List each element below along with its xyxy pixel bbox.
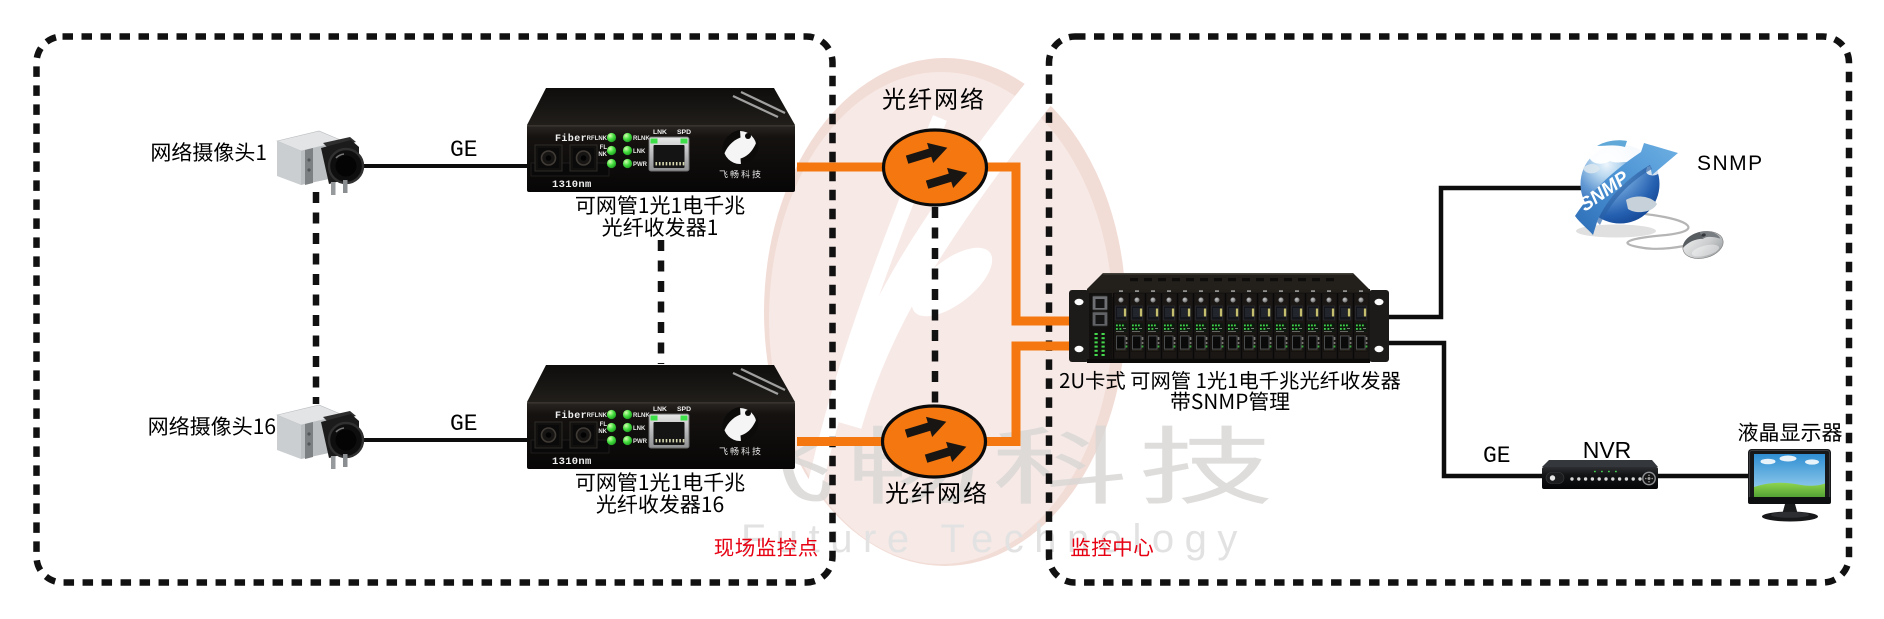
svg-text:Future Technology: Future Technology xyxy=(741,517,1248,561)
svg-text:GE: GE xyxy=(450,137,478,163)
svg-text:SNMP: SNMP xyxy=(1697,152,1764,175)
svg-text:GE: GE xyxy=(1483,443,1511,469)
svg-text:GE: GE xyxy=(450,411,478,437)
svg-text:NVR: NVR xyxy=(1583,437,1632,463)
